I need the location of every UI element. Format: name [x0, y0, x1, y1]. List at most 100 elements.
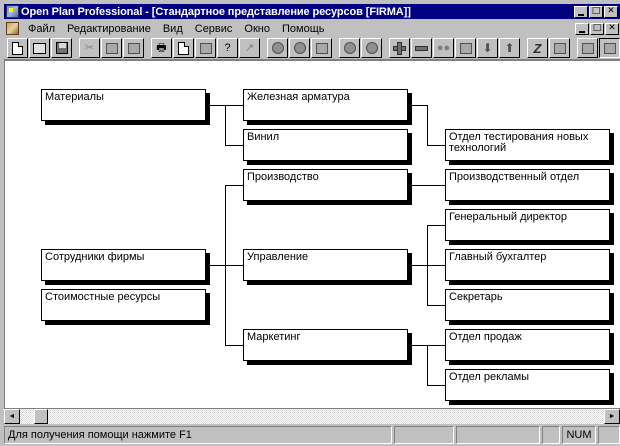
diagram-node-label: Генеральный директор	[449, 211, 567, 223]
cut-scissors-icon: ✂	[84, 41, 95, 54]
menu-item-file[interactable]: Файл	[28, 22, 56, 35]
layout-button[interactable]	[577, 38, 598, 58]
open-plan-icon	[6, 5, 19, 18]
properties-button[interactable]	[195, 38, 216, 58]
move-down-button[interactable]: ⬇	[477, 38, 498, 58]
diagram-node[interactable]: Железная арматура	[243, 89, 408, 121]
add-plus-icon	[393, 41, 406, 55]
remove-button[interactable]	[411, 38, 432, 58]
diagram-node[interactable]: Отдел тестирования новых технологий	[445, 129, 610, 161]
connector-line	[206, 105, 225, 106]
scroll-left-icon: ◄	[8, 413, 16, 420]
print-preview-icon	[178, 41, 189, 55]
paste-icon	[127, 42, 140, 54]
diagram-node-label: Отдел тестирования новых технологий	[449, 131, 589, 154]
mdi-close-button[interactable]: ✕	[605, 22, 619, 35]
connector-line	[225, 265, 243, 266]
scroll-left-button[interactable]: ◄	[4, 409, 20, 424]
diagram-node-label: Секретарь	[449, 291, 503, 303]
paste-button[interactable]	[123, 38, 144, 58]
toolbar: ✂ 🖶 ? ↗ ●● ⬇ ⬆ Z	[4, 37, 620, 60]
mdi-minimize-button[interactable]	[575, 22, 589, 35]
filled-circle-button[interactable]	[339, 38, 360, 58]
link-button[interactable]: ●●	[433, 38, 454, 58]
diagram-node[interactable]: Секретарь	[445, 289, 610, 321]
diagram-node[interactable]: Главный бухгалтер	[445, 249, 610, 281]
save-button[interactable]	[51, 38, 72, 58]
diagram-node[interactable]: Стоимостные ресурсы	[41, 289, 206, 321]
open-file-button[interactable]	[29, 38, 50, 58]
connector-line	[427, 265, 445, 266]
unlink-button[interactable]	[455, 38, 476, 58]
diagram-node[interactable]: Сотрудники фирмы	[41, 249, 206, 281]
add-button[interactable]	[389, 38, 410, 58]
connector-line	[427, 145, 445, 146]
mdi-restore-button[interactable]: □	[590, 22, 604, 35]
move-down-arrow-icon: ⬇	[482, 41, 493, 55]
diagram-node[interactable]: Генеральный директор	[445, 209, 610, 241]
diagram-node-label: Отдел рекламы	[449, 371, 530, 383]
connector-line	[427, 305, 445, 306]
menu-item-view[interactable]: Вид	[162, 22, 183, 35]
horizontal-scrollbar[interactable]: ◄ ►	[4, 408, 620, 424]
move-up-button[interactable]: ⬆	[499, 38, 520, 58]
resource-shape-button[interactable]	[311, 38, 332, 58]
link-icon: ●●	[436, 41, 451, 54]
copy-button[interactable]	[101, 38, 122, 58]
status-panel-2	[456, 426, 540, 444]
menu-item-service[interactable]: Сервис	[194, 22, 233, 35]
diagram-node[interactable]: Управление	[243, 249, 408, 281]
diagram-node[interactable]: Отдел продаж	[445, 329, 610, 361]
connector-line	[225, 265, 226, 345]
diagram-node[interactable]: Отдел рекламы	[445, 369, 610, 401]
new-document-button[interactable]	[7, 38, 28, 58]
grid-table-icon	[553, 42, 566, 54]
connector-line	[225, 185, 243, 186]
filled-circle-2-button[interactable]	[361, 38, 382, 58]
context-help-button[interactable]: ↗	[239, 38, 260, 58]
diagram-node[interactable]: Винил	[243, 129, 408, 161]
diagram-node[interactable]: Материалы	[41, 89, 206, 121]
document-icon[interactable]	[6, 22, 19, 35]
diagram-node-label: Сотрудники фирмы	[45, 251, 145, 263]
status-panel-1	[394, 426, 454, 444]
scrollbar-thumb[interactable]	[34, 409, 48, 424]
restore-button[interactable]: □	[589, 5, 603, 18]
diagram-node-label: Производство	[247, 171, 319, 183]
print-preview-button[interactable]	[173, 38, 194, 58]
resource-person-icon	[293, 42, 306, 54]
minimize-button[interactable]	[574, 5, 588, 18]
close-button[interactable]: ✕	[604, 5, 618, 18]
diagram-node[interactable]: Маркетинг	[243, 329, 408, 361]
connector-line	[206, 265, 225, 266]
remove-minus-icon	[415, 42, 428, 55]
menu-item-edit[interactable]: Редактирование	[67, 22, 151, 35]
mdi-child-controls: □ ✕	[574, 22, 620, 35]
diagram-node-label: Производственный отдел	[449, 171, 580, 183]
diagram-node[interactable]: Производственный отдел	[445, 169, 610, 201]
print-button[interactable]: 🖶	[151, 38, 172, 58]
diagram-node-label: Управление	[247, 251, 309, 263]
new-document-icon	[12, 41, 23, 55]
scrollbar-track[interactable]	[20, 409, 604, 424]
scroll-right-button[interactable]: ►	[604, 409, 620, 424]
menu-item-window[interactable]: Окно	[244, 22, 270, 35]
menu-item-help[interactable]: Помощь	[281, 22, 325, 35]
cut-button[interactable]: ✂	[79, 38, 100, 58]
help-question-icon: ?	[224, 41, 231, 54]
resource-circle-button[interactable]	[267, 38, 288, 58]
zigzag-button[interactable]: Z	[527, 38, 548, 58]
connector-line	[427, 225, 445, 226]
resource-person-button[interactable]	[289, 38, 310, 58]
connector-line	[225, 105, 226, 145]
copy-icon	[105, 42, 118, 54]
grid-table-button[interactable]	[549, 38, 570, 58]
help-button[interactable]: ?	[217, 38, 238, 58]
status-message: Для получения помощи нажмите F1	[4, 426, 392, 444]
close-icon: ✕	[607, 6, 615, 16]
zoom-region-button[interactable]	[599, 38, 620, 58]
diagram-node[interactable]: Производство	[243, 169, 408, 201]
